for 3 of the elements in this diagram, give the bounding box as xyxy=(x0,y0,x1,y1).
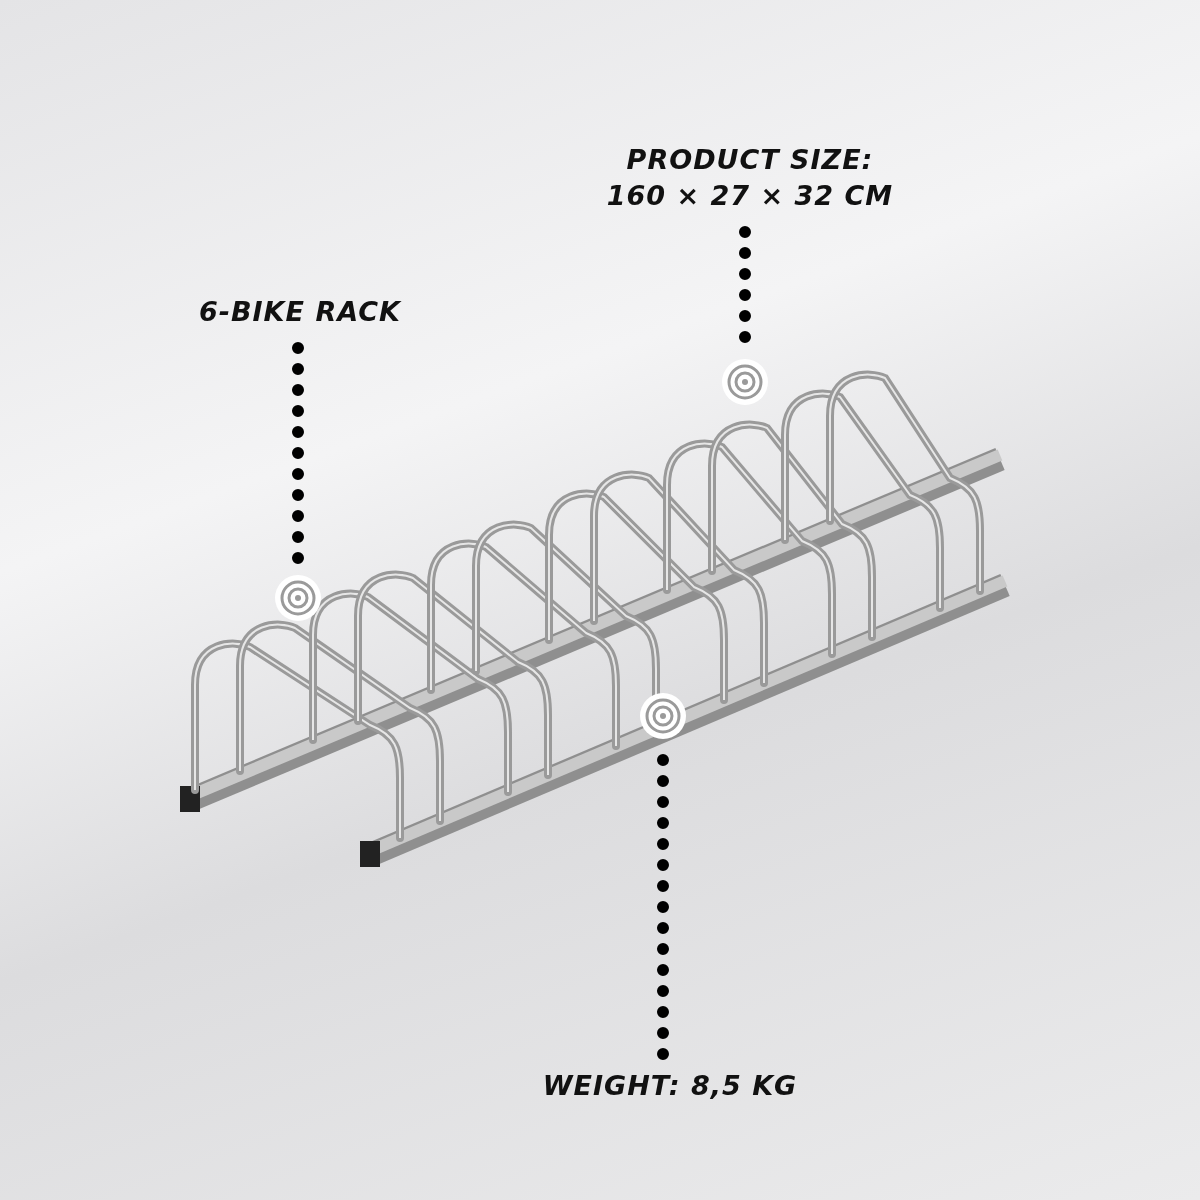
callout-label: 6-BIKE RACK xyxy=(198,295,402,329)
callout-label: WEIGHT: 8,5 KG xyxy=(541,1069,799,1103)
callout-label: PRODUCT SIZE: 160 × 27 × 32 CM xyxy=(605,143,895,213)
